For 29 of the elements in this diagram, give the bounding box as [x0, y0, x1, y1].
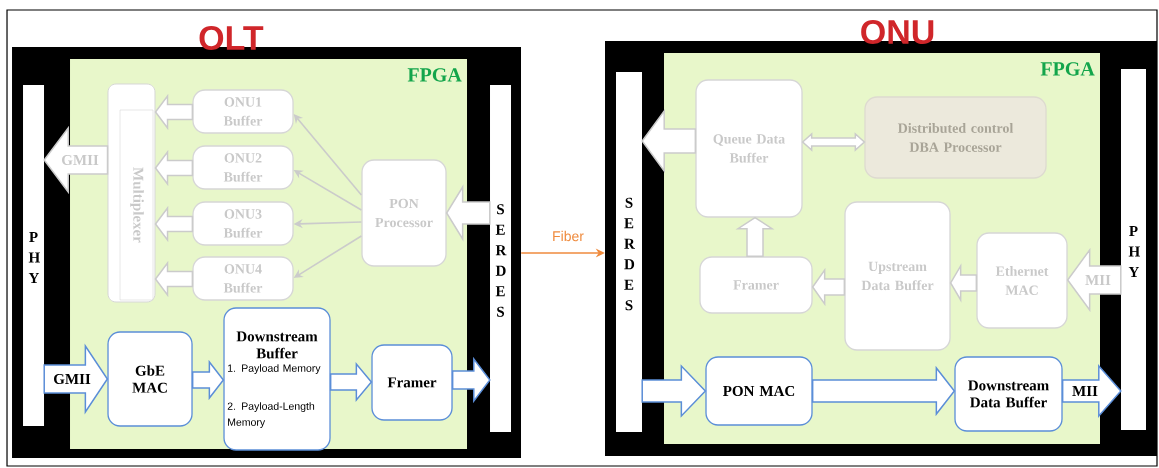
edge-label: MII — [1071, 385, 1099, 397]
interface-bar: P H Y — [1121, 69, 1146, 430]
interface-bar: S E R D E S — [490, 85, 511, 432]
process-box: GbE MAC — [107, 331, 193, 427]
process-box: Downstream Data Buffer — [954, 356, 1063, 432]
arrow — [191, 359, 225, 401]
process-box: Framer — [371, 344, 453, 421]
arrow — [641, 108, 697, 174]
arrow — [445, 184, 491, 242]
arrow — [811, 365, 956, 417]
device-title: OLT — [199, 25, 264, 51]
arrow — [154, 205, 194, 243]
device-title: ONU — [861, 19, 934, 45]
arrow — [735, 216, 775, 258]
buffer-box: Downstream Buffer 1. Payload Memory 2. Payload-Length Memory — [223, 307, 331, 451]
interface-bar: S E R D E S — [616, 72, 642, 432]
processor-box: Distributed control DBA Processor — [864, 96, 1047, 179]
arrow — [949, 263, 978, 303]
arrow — [801, 132, 866, 152]
arrow — [154, 260, 194, 298]
edge-label: Fiber — [551, 229, 585, 243]
arrow — [329, 361, 373, 403]
arrow — [154, 93, 194, 131]
process-box: PON MAC — [705, 356, 813, 426]
arrow — [641, 364, 707, 418]
arrow — [811, 267, 846, 307]
arrow — [154, 149, 194, 187]
arrow — [451, 356, 491, 404]
interface-bar: P H Y — [23, 85, 44, 426]
